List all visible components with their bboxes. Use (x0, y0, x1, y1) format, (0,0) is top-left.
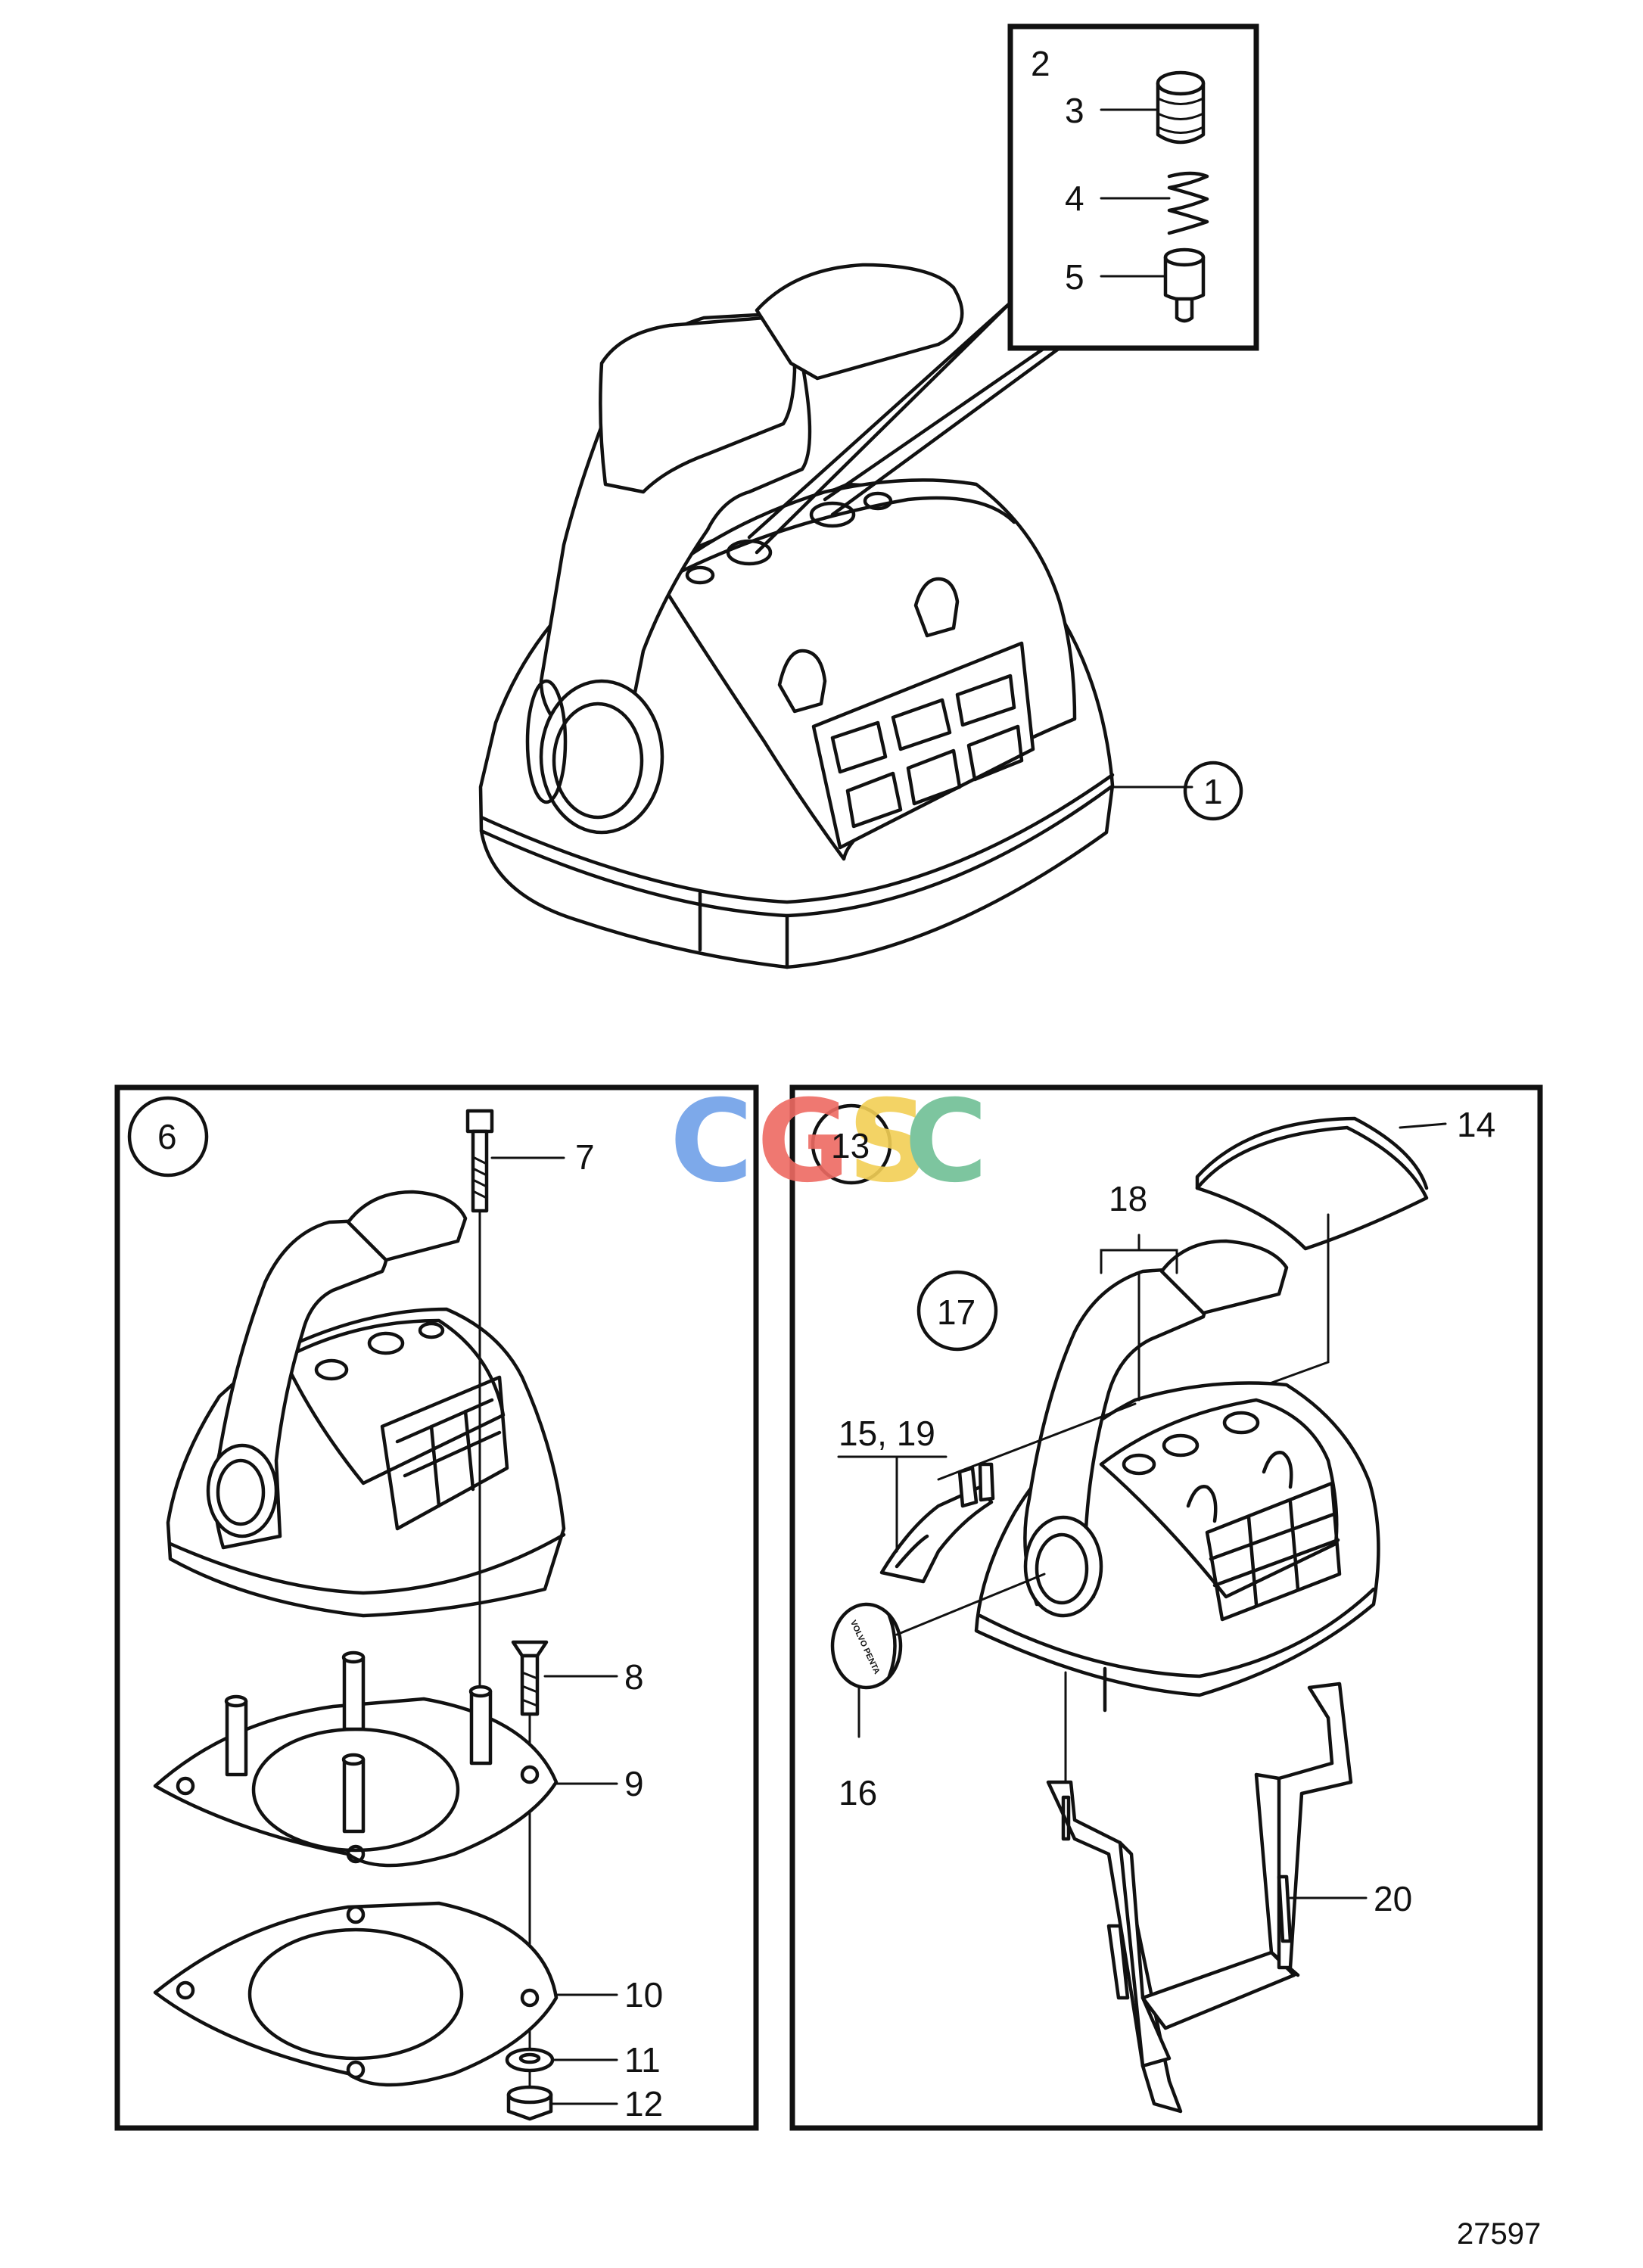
callout-8: 8 (624, 1657, 644, 1697)
countersunk-screw-8 (511, 1640, 549, 1716)
screw-7 (465, 1109, 494, 1213)
watermark-letter-3: S (848, 1076, 929, 1208)
watermark-letter-4: C (904, 1076, 988, 1208)
callout-11: 11 (624, 2040, 661, 2080)
callout-12: 12 (624, 2084, 663, 2123)
gasket-10 (153, 1901, 559, 2087)
control-unit-mounting (166, 1190, 566, 1618)
callout-5: 5 (1065, 257, 1084, 297)
callout-15-19: 15, 19 (839, 1414, 935, 1453)
callout-6: 6 (157, 1117, 177, 1156)
callout-4: 4 (1065, 179, 1084, 218)
mounting-bracket-20 (1046, 1682, 1353, 2114)
nut-12 (506, 2085, 553, 2121)
callout-18: 18 (1109, 1179, 1147, 1218)
control-unit-main (478, 263, 1115, 969)
callout-circle-17 (916, 1270, 998, 1352)
callout-17: 17 (937, 1293, 976, 1332)
leader-14 (1399, 1122, 1447, 1129)
panel-mounting-kit (114, 1084, 759, 2131)
callout-14: 14 (1457, 1105, 1495, 1144)
callout-circle-1 (1183, 761, 1243, 821)
leader-15-19 (837, 1455, 948, 1553)
watermark-letter-2: G (757, 1076, 850, 1208)
clip-15-19 (879, 1462, 995, 1584)
callout-3: 3 (1065, 91, 1084, 130)
bracket-18 (1100, 1234, 1178, 1274)
control-unit-trim (974, 1239, 1380, 1713)
volvo-penta-badge-16: VOLVO PENTA (830, 1602, 903, 1690)
callout-7: 7 (575, 1137, 595, 1177)
inset-leader-right (823, 346, 1062, 517)
inset-leader-left (747, 300, 1013, 555)
callout-16: 16 (839, 1773, 877, 1812)
callout-9: 9 (624, 1764, 644, 1803)
plunger-5 (1163, 247, 1206, 323)
washer-11 (505, 2047, 555, 2073)
callout-circle-13 (811, 1103, 892, 1185)
leader-15-19-to-unit (937, 1402, 1137, 1481)
callout-10: 10 (624, 1975, 663, 2014)
callout-1: 1 (1203, 772, 1223, 811)
lever-cover-14 (1195, 1116, 1429, 1251)
drawing-code: 27597 (1457, 2217, 1541, 2251)
callout-13: 13 (831, 1126, 870, 1165)
callout-2: 2 (1031, 44, 1050, 83)
watermark: C G S C (670, 1076, 988, 1208)
screw-cap-3 (1156, 70, 1206, 145)
spring-4 (1167, 171, 1209, 235)
callout-20: 20 (1374, 1879, 1412, 1918)
mounting-plate-9 (153, 1650, 559, 1868)
callout-circle-6 (127, 1096, 209, 1178)
leader-16-to-unit (895, 1573, 1046, 1636)
panel-trim-kit (789, 1084, 1543, 2131)
watermark-letter-1: C (670, 1076, 753, 1208)
detail-inset-2-5 (1007, 23, 1259, 351)
